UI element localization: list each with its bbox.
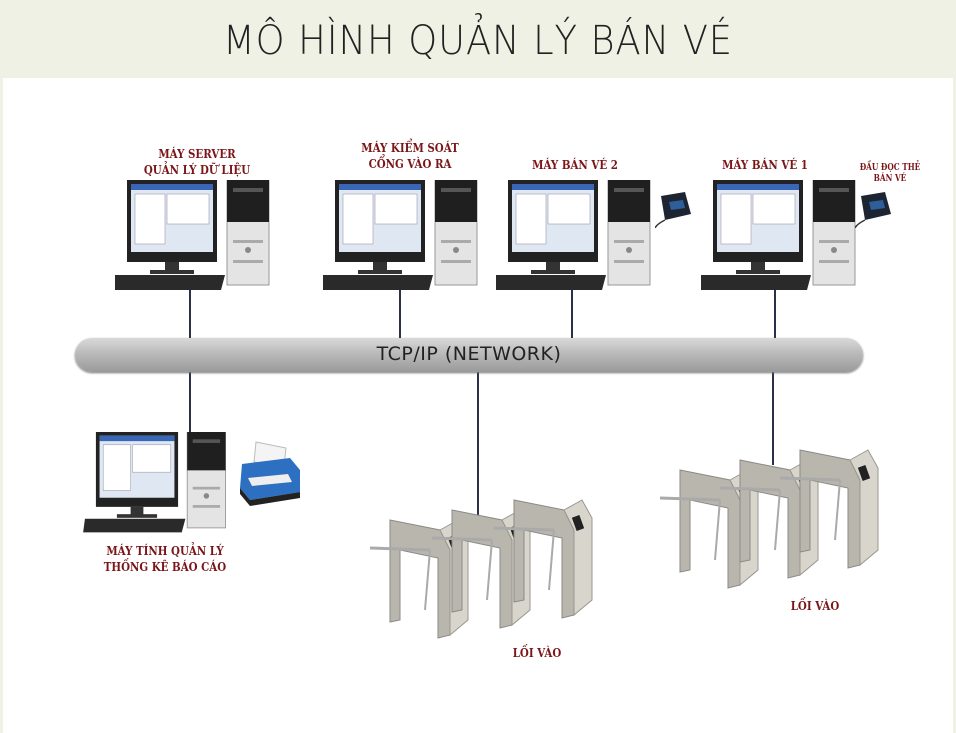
link-server: [189, 288, 191, 340]
gate-control-computer-icon: [323, 180, 483, 295]
network-label: TCP/IP (NETWORK): [376, 343, 562, 365]
report-label-line2: THỐNG KÊ BÁO CÁO: [103, 559, 227, 574]
link-ticket-1: [774, 288, 776, 340]
link-entrance-1: [477, 370, 479, 520]
printer-icon: [238, 440, 302, 506]
gate-label-line1: MÁY KIỂM SOÁT: [361, 140, 459, 155]
turnstile-icon: [780, 440, 880, 570]
reader-label-line1: ĐẦU ĐỌC THẺ: [859, 163, 921, 173]
server-label-line2: QUẢN LÝ DỮ LIỆU: [143, 162, 251, 177]
report-computer-icon: [83, 432, 233, 537]
link-gate-control: [399, 288, 401, 340]
page-title: MÔ HÌNH QUẢN LÝ BÁN VÉ: [223, 18, 733, 64]
gate-label-line2: CỔNG VÀO RA: [368, 156, 452, 171]
ticket-machine-1-label: MÁY BÁN VÉ 1: [722, 157, 808, 172]
ticket-machine-2-label: MÁY BÁN VÉ 2: [532, 157, 618, 172]
link-entrance-2: [772, 370, 774, 465]
reader-label-line2: BÁN VÉ: [873, 174, 907, 184]
ticket-machine-2-computer-icon: [496, 180, 656, 295]
entrance-2-label: LỐI VÀO: [790, 598, 840, 613]
card-reader-2-icon: [655, 188, 695, 228]
link-report: [189, 370, 191, 432]
server-label-line1: MÁY SERVER: [158, 146, 236, 161]
turnstile-icon: [494, 490, 594, 620]
network-bus: TCP/IP (NETWORK): [75, 338, 863, 372]
link-ticket-2: [571, 288, 573, 340]
ticket-machine-1-computer-icon: [701, 180, 861, 295]
server-computer-icon: [115, 180, 275, 295]
report-label-line1: MÁY TÍNH QUẢN LÝ: [106, 543, 224, 558]
entrance-1-label: LỐI VÀO: [512, 645, 562, 660]
card-reader-1-icon: [855, 188, 895, 228]
